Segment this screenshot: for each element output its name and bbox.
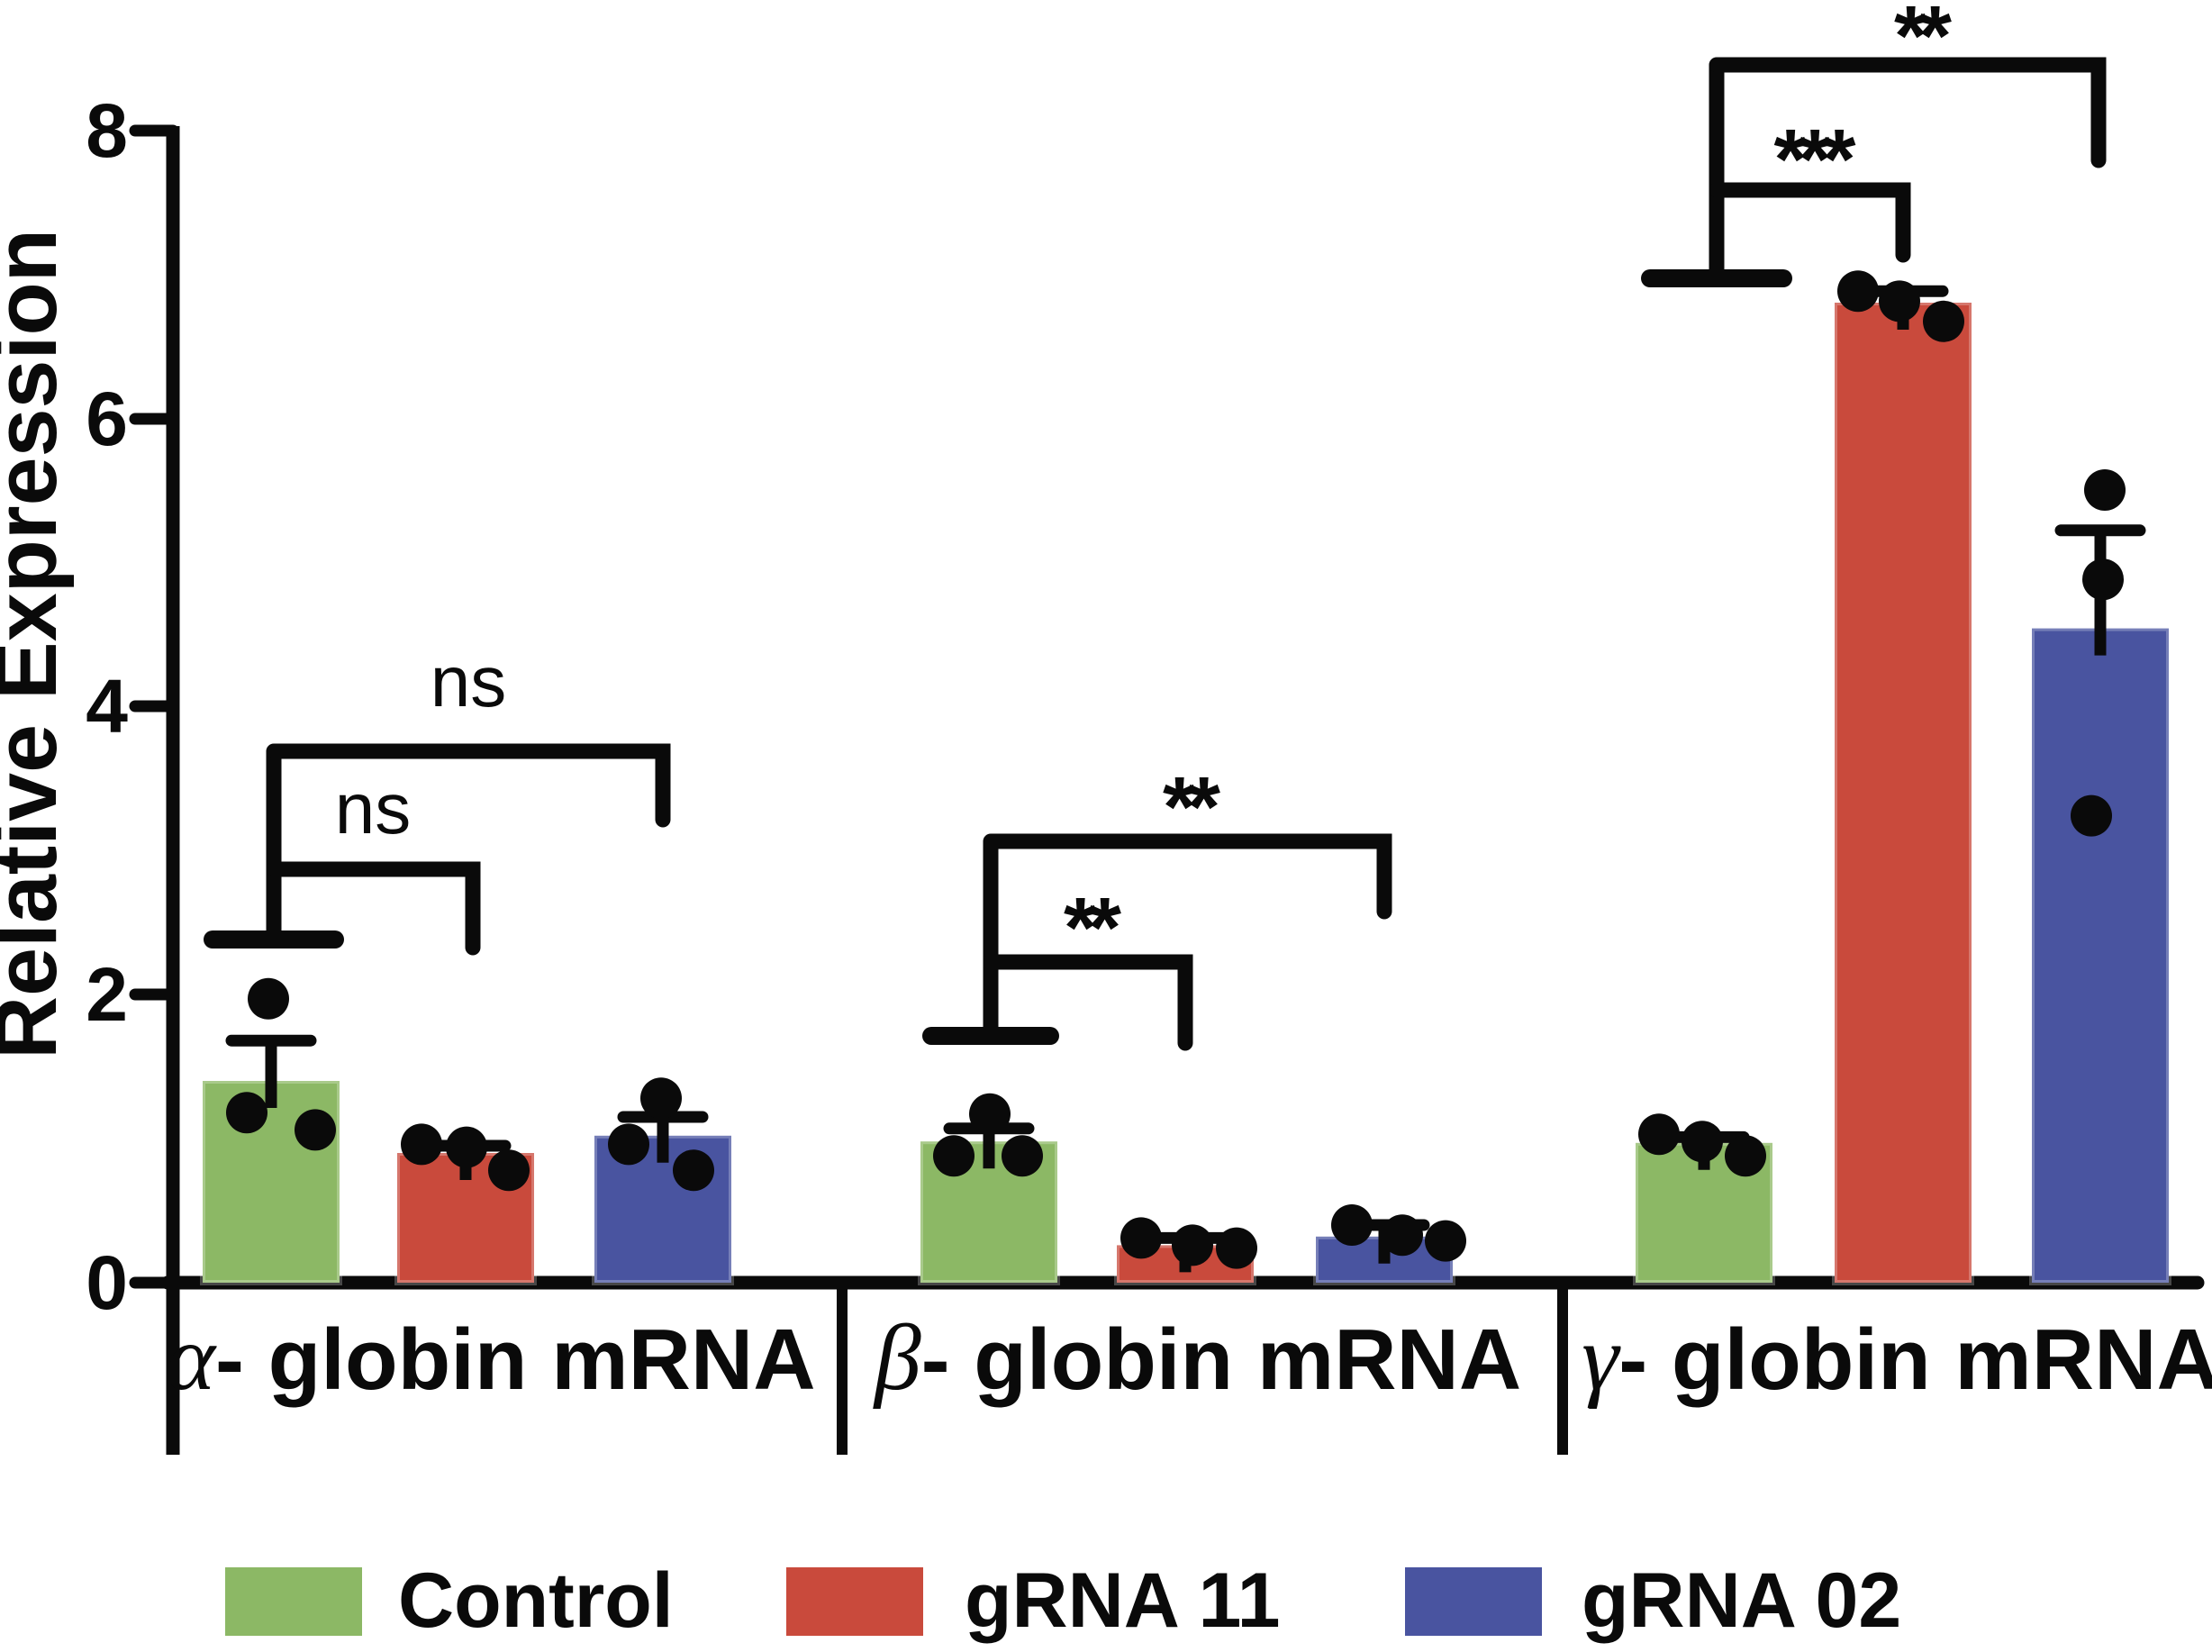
y-tick-label-2: 2	[86, 952, 128, 1037]
legend-swatch-grna02	[1405, 1567, 1542, 1636]
group-label-gamma: γ- globin mRNA	[1582, 1306, 2212, 1410]
point-gamma-grna11-3	[1923, 300, 1964, 342]
y-tick-label-8: 8	[86, 88, 128, 173]
group-label-alpha-greek: α	[166, 1306, 217, 1410]
point-beta-control-2	[933, 1135, 975, 1177]
legend-swatch-control	[225, 1567, 362, 1636]
group-label-beta: β- globin mRNA	[873, 1306, 1521, 1410]
bracket-inner-gamma	[1709, 182, 1911, 263]
point-gamma-grna02-2	[2082, 558, 2124, 601]
point-beta-grna11-2	[1172, 1224, 1213, 1266]
point-alpha-control-2	[226, 1092, 267, 1134]
group-label-gamma-text: - globin mRNA	[1618, 1312, 2212, 1408]
bracket-outer-gamma	[1709, 57, 2107, 168]
bar-gamma-grna02	[2029, 625, 2171, 1285]
group-label-alpha-text: - globin mRNA	[215, 1312, 816, 1408]
bracket-outer-alpha	[266, 743, 671, 828]
point-gamma-grna11-2	[1879, 280, 1920, 322]
point-beta-grna11-3	[1216, 1227, 1257, 1269]
legend-label-grna11: gRNA 11	[965, 1557, 1280, 1644]
y-tick-label-4: 4	[86, 664, 128, 749]
sig-label-alpha-outer: ns	[431, 641, 507, 722]
point-beta-grna02-3	[1425, 1220, 1466, 1262]
point-alpha-grna02-3	[673, 1149, 714, 1192]
point-alpha-control-1	[248, 977, 289, 1020]
point-beta-control-3	[1002, 1135, 1043, 1177]
sig-label-gamma-inner: ***	[1774, 112, 1856, 207]
point-gamma-control-2	[1682, 1121, 1723, 1163]
legend: Control gRNA 11 gRNA 02	[225, 1557, 1901, 1644]
point-gamma-control-3	[1725, 1135, 1766, 1177]
point-beta-grna02-2	[1382, 1214, 1423, 1257]
y-tick-label-6: 6	[86, 377, 128, 461]
bracket-inner-beta	[983, 954, 1193, 1051]
point-alpha-control-3	[295, 1109, 336, 1151]
y-tick-label-0: 0	[86, 1240, 128, 1325]
data-points-layer	[226, 270, 2126, 1269]
group-labels: α- globin mRNA β- globin mRNA γ- globin …	[166, 1306, 2212, 1410]
point-gamma-grna02-3	[2071, 794, 2112, 837]
point-gamma-grna02-1	[2084, 469, 2126, 511]
point-alpha-grna02-1	[640, 1077, 682, 1120]
group-label-beta-greek: β	[873, 1306, 921, 1410]
point-alpha-grna11-3	[488, 1149, 530, 1192]
legend-label-grna02: gRNA 02	[1582, 1557, 1901, 1644]
point-beta-grna11-1	[1120, 1217, 1162, 1259]
point-alpha-grna02-2	[608, 1123, 649, 1166]
point-gamma-grna11-1	[1837, 270, 1879, 313]
point-alpha-grna11-1	[401, 1123, 442, 1166]
bracket-inner-alpha	[266, 861, 481, 956]
group-label-alpha: α- globin mRNA	[166, 1306, 815, 1410]
point-beta-grna02-1	[1331, 1204, 1373, 1246]
group-label-gamma-greek: γ	[1582, 1306, 1621, 1410]
sig-label-alpha-inner: ns	[335, 768, 412, 849]
bracket-outer-beta	[983, 833, 1392, 920]
legend-swatch-grna11	[786, 1567, 923, 1636]
legend-label-control: Control	[398, 1557, 674, 1644]
y-axis-title: Relative Expression	[0, 229, 75, 1059]
significance-brackets-layer	[204, 57, 2107, 1051]
group-label-beta-text: - globin mRNA	[921, 1312, 1522, 1408]
bar-gamma-grna11	[1832, 300, 1974, 1285]
point-alpha-grna11-2	[446, 1126, 487, 1168]
point-beta-control-1	[969, 1093, 1011, 1135]
point-gamma-control-1	[1638, 1113, 1680, 1156]
